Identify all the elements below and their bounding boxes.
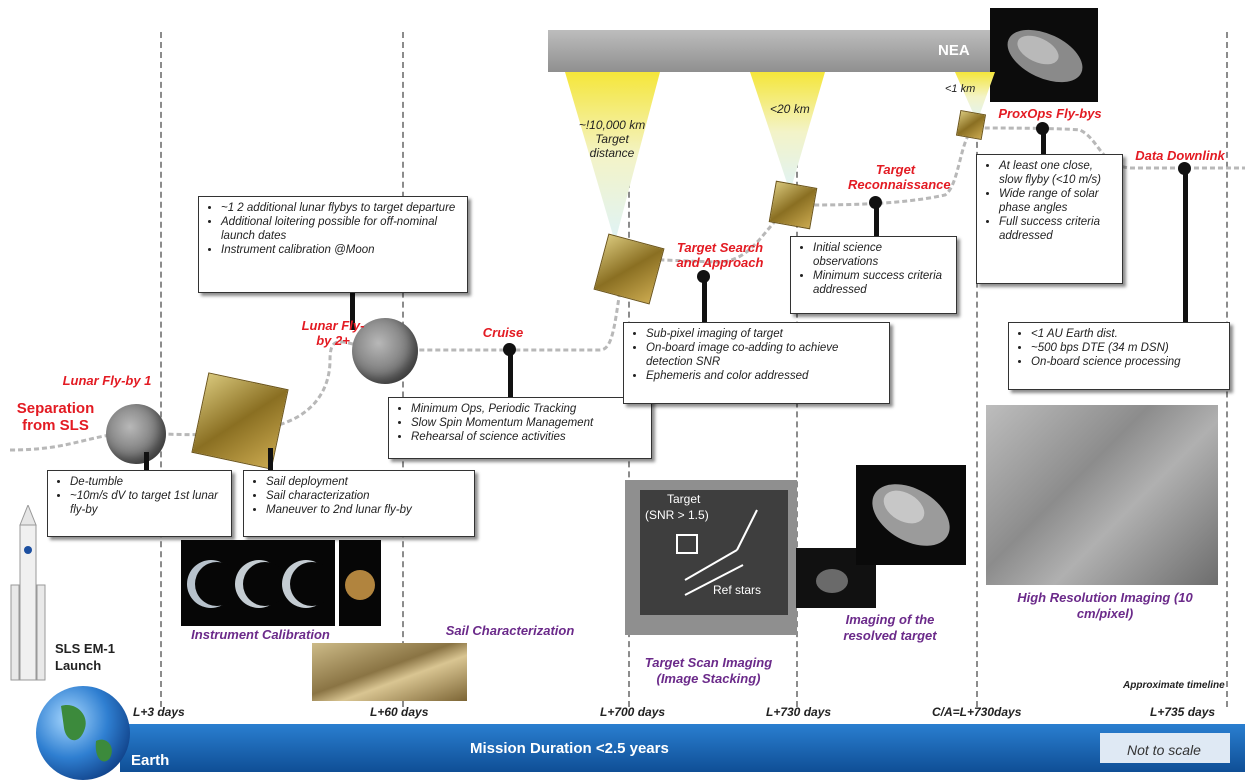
phase-lunar-flyby-2: Lunar Fly-by 2+ bbox=[301, 318, 365, 348]
connector-stem bbox=[1041, 128, 1046, 156]
info-box-proxops: At least one close, slow flyby (<10 m/s)… bbox=[976, 154, 1123, 284]
distance-label-2: <20 km bbox=[770, 102, 810, 116]
caption-high-resolution: High Resolution Imaging (10 cm/pixel) bbox=[1017, 590, 1193, 621]
timeline-tick: L+735 days bbox=[1150, 705, 1216, 719]
milestone-dot bbox=[1178, 162, 1191, 175]
phase-target-recon: Target Reconnaissance bbox=[848, 162, 951, 192]
not-to-scale-text: Not to scale bbox=[1127, 742, 1201, 758]
scan-target-label: Target bbox=[667, 492, 701, 506]
range-cone-1 bbox=[565, 72, 660, 242]
info-box-lunar: ~1 2 additional lunar flybys to target d… bbox=[198, 196, 468, 293]
connector-stem bbox=[350, 290, 355, 330]
timeline-tick: L+60 days bbox=[370, 705, 429, 719]
timeline-tick: L+730 days bbox=[766, 705, 832, 719]
phase-cruise: Cruise bbox=[482, 325, 524, 340]
calibration-images bbox=[181, 540, 335, 626]
phase-target-search: Target Search and Approach bbox=[676, 240, 764, 270]
milestone-dot bbox=[697, 270, 710, 283]
info-box-downlink: <1 AU Earth dist.~500 bps DTE (34 m DSN)… bbox=[1008, 322, 1230, 390]
info-box-sail: Sail deploymentSail characterizationMane… bbox=[243, 470, 475, 537]
earth-image bbox=[36, 686, 130, 780]
caption-resolved-target: Imaging of the resolved target bbox=[843, 612, 937, 643]
resolved-target-image bbox=[856, 465, 966, 565]
mission-duration-bar bbox=[120, 724, 1245, 772]
moon-image-1 bbox=[106, 404, 166, 464]
connector-stem bbox=[702, 276, 707, 324]
launch-label: SLS EM-1 Launch bbox=[55, 641, 115, 673]
timeline-divider bbox=[976, 32, 978, 707]
target-scan-image: Target (SNR > 1.5) Ref stars bbox=[625, 480, 797, 635]
nea-bar bbox=[548, 30, 990, 72]
connector-stem bbox=[874, 202, 879, 236]
distance-label-3: <1 km bbox=[945, 83, 976, 95]
info-box-detumble: De-tumble~10m/s dV to target 1st lunar f… bbox=[47, 470, 232, 537]
nea-label: NEA bbox=[938, 42, 970, 59]
sail-photo bbox=[312, 643, 467, 701]
earth-label: Earth bbox=[131, 752, 170, 769]
moon-calibration-image bbox=[339, 540, 381, 626]
solar-sail-4 bbox=[955, 109, 987, 141]
caption-target-scan: Target Scan Imaging (Image Stacking) bbox=[644, 655, 773, 686]
timeline-tick: C/A=L+730days bbox=[932, 705, 1022, 719]
mission-duration-label: Mission Duration <2.5 years bbox=[470, 740, 669, 757]
phase-proxops: ProxOps Fly-bys bbox=[998, 106, 1102, 121]
timeline-tick: L+3 days bbox=[133, 705, 185, 719]
caption-instrument-calibration: Instrument Calibration bbox=[191, 627, 330, 642]
caption-sail-characterization: Sail Characterization bbox=[445, 623, 575, 638]
connector-stem bbox=[508, 350, 513, 398]
milestone-dot bbox=[503, 343, 516, 356]
high-resolution-image bbox=[986, 405, 1218, 585]
not-to-scale-label bbox=[1100, 733, 1230, 763]
scan-snr-label: (SNR > 1.5) bbox=[645, 508, 709, 522]
solar-sail-3 bbox=[768, 180, 818, 230]
phase-lunar-flyby-1: Lunar Fly-by 1 bbox=[62, 373, 152, 388]
milestone-dot bbox=[869, 196, 882, 209]
phase-data-downlink: Data Downlink bbox=[1135, 148, 1225, 163]
connector-stem bbox=[268, 448, 273, 472]
milestone-dot bbox=[1036, 122, 1049, 135]
info-box-search: Sub-pixel imaging of targetOn-board imag… bbox=[623, 322, 890, 404]
solar-sail-1 bbox=[191, 372, 289, 470]
info-box-recon: Initial science observationsMinimum succ… bbox=[790, 236, 957, 314]
connector-stem bbox=[1183, 168, 1188, 324]
connector-stem bbox=[144, 452, 149, 472]
asteroid-image bbox=[990, 8, 1098, 102]
phase-separation: Separation from SLS bbox=[16, 400, 95, 434]
moon-image-2 bbox=[352, 318, 418, 384]
timeline-tick: L+700 days bbox=[600, 705, 666, 719]
info-box-cruise: Minimum Ops, Periodic TrackingSlow Spin … bbox=[388, 397, 652, 459]
scan-ref-stars-label: Ref stars bbox=[713, 583, 762, 597]
range-cone-2 bbox=[750, 72, 825, 192]
range-cone-3 bbox=[955, 72, 995, 122]
approx-timeline-note: Approximate timeline bbox=[1123, 680, 1225, 691]
sls-rocket-image bbox=[10, 505, 46, 681]
timeline-divider bbox=[160, 32, 162, 707]
